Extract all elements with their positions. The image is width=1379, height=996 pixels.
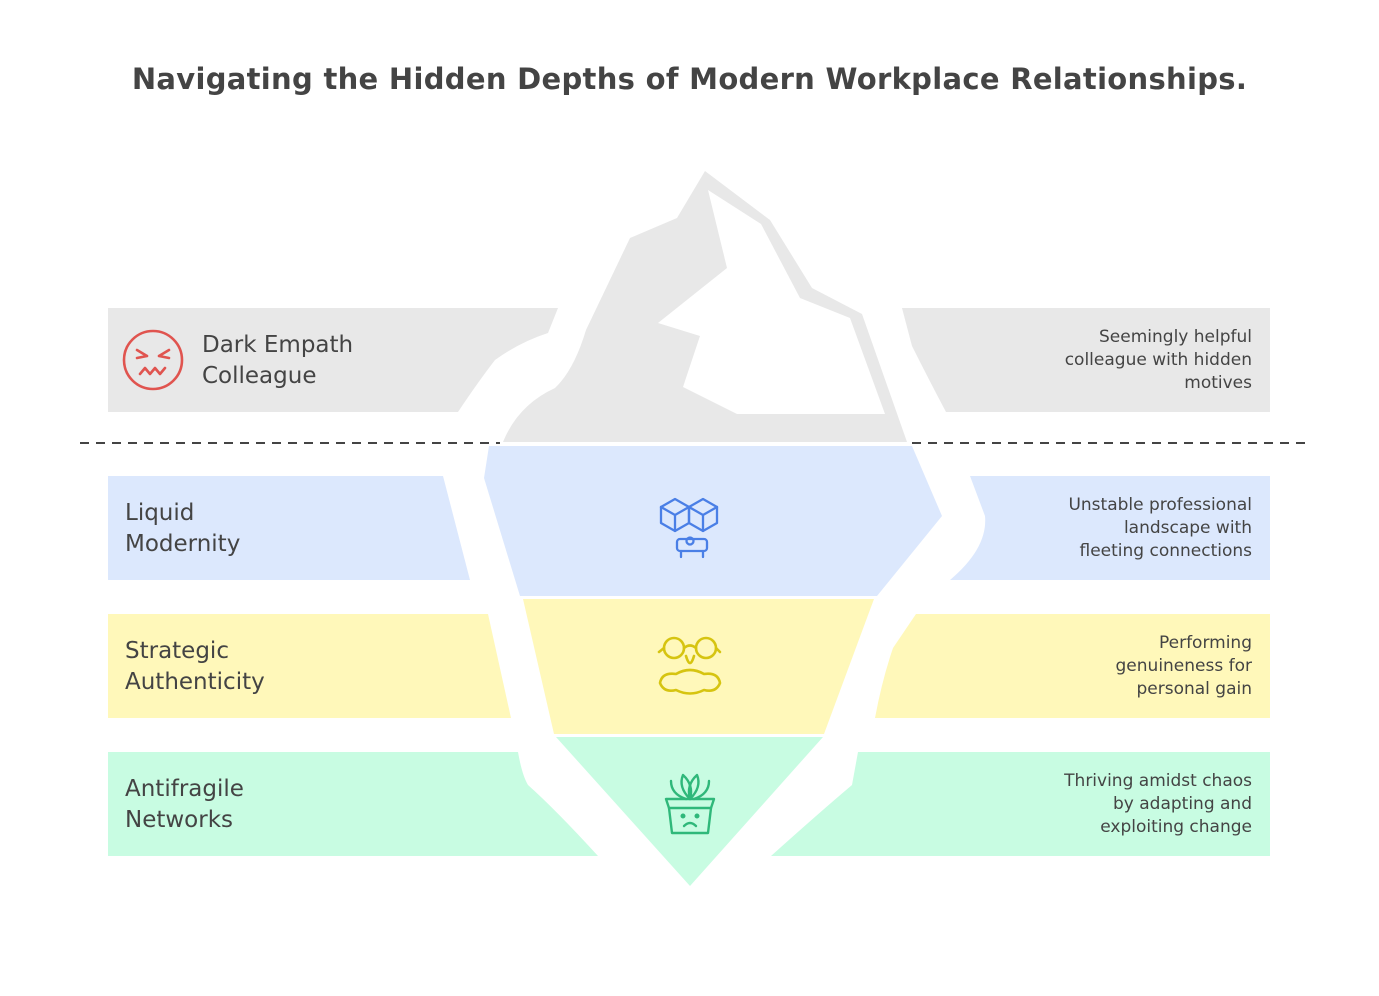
band-antifragile-networks-left (108, 752, 598, 856)
cubes-person-icon (659, 497, 719, 559)
band-strategic-authenticity-left (108, 614, 511, 718)
desc-line: Performing (1158, 633, 1252, 653)
band-strategic-authenticity-right (875, 614, 1270, 718)
desc-line: landscape with (1123, 518, 1252, 538)
desc-line: fleeting connections (1079, 541, 1252, 561)
layer-desc-antifragile-networks: Thriving amidst chaos by adapting and ex… (992, 770, 1252, 839)
desc-line: Unstable professional (1068, 495, 1252, 515)
band-liquid-modernity-left (108, 476, 470, 580)
layer-desc-liquid-modernity: Unstable professional landscape with fle… (992, 494, 1252, 563)
label-line: Strategic (125, 638, 229, 664)
label-line: Networks (125, 807, 234, 833)
label-line: Modernity (125, 531, 241, 557)
desc-line: exploiting change (1100, 817, 1252, 837)
label-line: Liquid (125, 500, 195, 526)
layer-label-dark-empath: Dark Empath Colleague (202, 330, 353, 392)
band-liquid-modernity-right (950, 476, 1270, 580)
band-antifragile-networks (108, 737, 1270, 886)
disguise-glasses-icon (657, 636, 722, 695)
desc-line: genuineness for (1115, 656, 1252, 676)
layer-label-liquid-modernity: Liquid Modernity (125, 498, 240, 560)
label-line: Dark Empath (202, 332, 354, 358)
desc-line: colleague with hidden (1064, 350, 1252, 370)
band-strategic-authenticity (108, 599, 1270, 734)
band-antifragile-networks-right (771, 752, 1270, 856)
layer-desc-dark-empath: Seemingly helpful colleague with hidden … (992, 326, 1252, 395)
sad-plant-pot-icon (664, 773, 716, 835)
band-dark-empath-left (108, 308, 558, 412)
iceberg-layer-yellow (523, 599, 874, 734)
band-liquid-modernity (108, 446, 1270, 596)
layer-desc-strategic-authenticity: Performing genuineness for personal gain (992, 632, 1252, 701)
desc-line: by adapting and (1112, 794, 1252, 814)
desc-line: Seemingly helpful (1099, 327, 1252, 347)
label-line: Antifragile (125, 776, 244, 802)
band-dark-empath-right (902, 308, 1270, 412)
layer-label-antifragile-networks: Antifragile Networks (125, 774, 244, 836)
desc-line: motives (1184, 373, 1252, 393)
label-line: Colleague (202, 363, 317, 389)
label-line: Authenticity (125, 669, 265, 695)
angry-face-icon (122, 329, 184, 391)
iceberg-layer-green (556, 737, 823, 886)
desc-line: Thriving amidst chaos (1064, 771, 1252, 791)
diagram-title: Navigating the Hidden Depths of Modern W… (131, 62, 1248, 96)
iceberg-snow (658, 190, 885, 414)
band-dark-empath (108, 308, 1270, 412)
desc-line: personal gain (1136, 679, 1252, 699)
layer-label-strategic-authenticity: Strategic Authenticity (125, 636, 265, 698)
iceberg-layer-blue (484, 446, 942, 596)
